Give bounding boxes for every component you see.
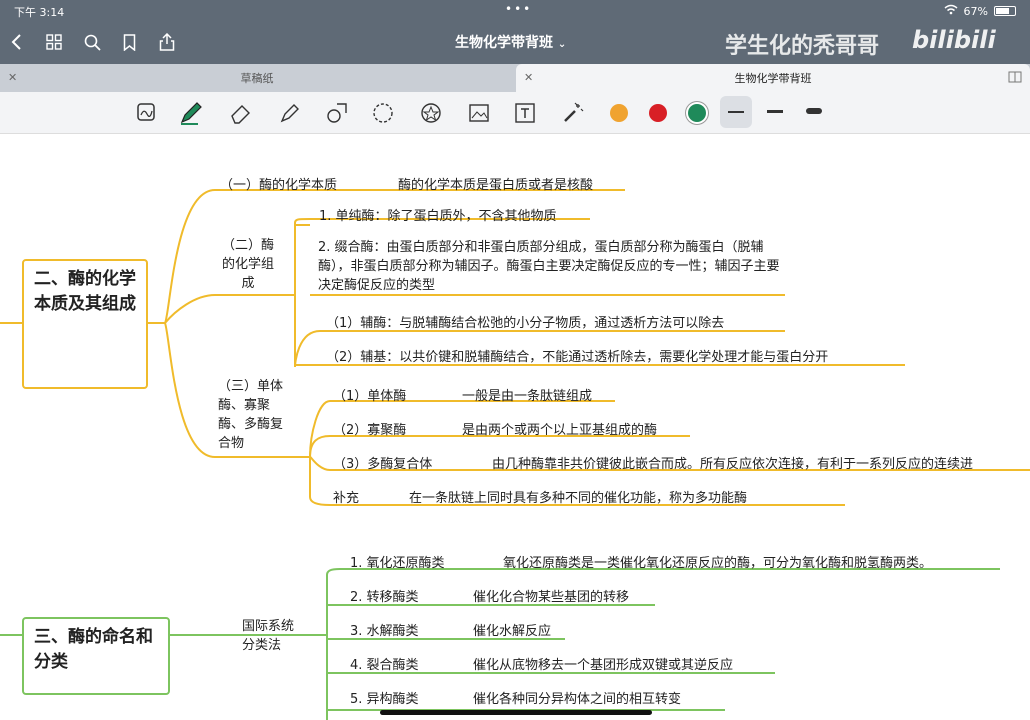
status-right: 67% (944, 4, 1016, 18)
tab-label: 草稿纸 (240, 72, 274, 85)
tab-bar: ✕ 草稿纸 ✕ 生物化学带背班 (0, 64, 1030, 92)
bookmark-icon[interactable] (117, 30, 141, 54)
simple-enzyme-line: 1. 单纯酶：除了蛋白质外，不含其他物质 (319, 209, 557, 224)
branch-nature-desc: 酶的化学本质是蛋白质或者是核酸 (398, 178, 594, 193)
back-icon[interactable] (4, 30, 28, 54)
close-icon[interactable]: ✕ (8, 71, 18, 84)
multienzyme-complex-label: （3）多酶复合体 (333, 457, 433, 472)
shapes-icon[interactable] (324, 100, 350, 126)
branch-oligomer-label: （三）单体酶、寡聚酶、多酶复合物 (218, 379, 284, 451)
image-icon[interactable] (466, 100, 492, 126)
eraser-icon[interactable] (228, 100, 254, 126)
section-2-title: 二、酶的化学本质及其组成 (34, 269, 136, 314)
section-3-node[interactable]: 三、酶的命名和分类 (22, 617, 170, 695)
transferase-label: 2. 转移酶类 (350, 590, 419, 605)
tab-draft[interactable]: ✕ 草稿纸 (0, 64, 514, 92)
sticker-icon[interactable] (418, 100, 444, 126)
coenzyme-line: （1）辅酶：与脱辅酶结合松弛的小分子物质，通过透析方法可以除去 (326, 316, 725, 331)
multitask-dots-icon[interactable]: ••• (505, 2, 533, 16)
share-icon[interactable] (155, 30, 179, 54)
document-title: 生物化学带背班 (455, 35, 553, 51)
lyase-label: 4. 裂合酶类 (350, 658, 419, 673)
multienzyme-complex-desc: 由几种酶靠非共价键彼此嵌合而成。所有反应依次连接，有利于一系列反应的连续进 (492, 457, 974, 472)
pen-icon[interactable] (178, 100, 204, 126)
highlighter-icon[interactable] (276, 100, 302, 126)
hydrolase-label: 3. 水解酶类 (350, 624, 419, 639)
conjugated-enzyme-line: 2. 缀合酶：由蛋白质部分和非蛋白质部分组成，蛋白质部分称为酶蛋白（脱辅酶），非… (318, 240, 780, 293)
thickness-thick[interactable] (806, 108, 822, 114)
supplement-desc: 在一条肽链上同时具有多种不同的催化功能，称为多功能酶 (409, 491, 748, 506)
isomerase-desc: 催化各种同分异构体之间的相互转变 (473, 692, 682, 707)
chevron-down-icon: ⌄ (557, 39, 567, 50)
oxidoreductase-desc: 氧化还原酶类是一类催化氧化还原反应的酶，可分为氧化酶和脱氢酶两类。 (503, 556, 933, 571)
tab-label: 生物化学带背班 (734, 72, 812, 85)
branch-composition-label: （二）酶的化学组成 (221, 238, 274, 291)
text-box-icon[interactable] (512, 100, 538, 126)
grid-icon[interactable] (42, 30, 66, 54)
color-orange[interactable] (610, 104, 628, 122)
transferase-desc: 催化化合物某些基团的转移 (473, 590, 630, 605)
hydrolase-desc: 催化水解反应 (473, 624, 552, 639)
status-bar: 下午 3:14 ••• 67% (0, 0, 1030, 22)
nav-bar: 生物化学带背班 ⌄ 学生化的秃哥哥 bilibili (0, 22, 1030, 64)
color-red[interactable] (649, 104, 667, 122)
battery-icon (994, 6, 1016, 16)
channel-watermark: 学生化的秃哥哥 (725, 34, 880, 59)
prosthetic-group-line: （2）辅基：以共价键和脱辅酶结合，不能通过透析除去，需要化学处理才能与蛋白分开 (326, 350, 829, 365)
supplement-label: 补充 (333, 491, 360, 506)
monomer-enzyme-desc: 一般是由一条肽链组成 (462, 389, 593, 404)
status-time: 下午 3:14 (14, 6, 65, 19)
thickness-thin[interactable] (720, 96, 752, 128)
intl-classification-label: 国际系统分类法 (242, 619, 295, 653)
section-3-title: 三、酶的命名和分类 (34, 627, 153, 672)
document-title-dropdown[interactable]: 生物化学带背班 ⌄ (455, 32, 566, 52)
split-view-icon[interactable] (1008, 70, 1022, 87)
oligomer-enzyme-label: （2）寡聚酶 (333, 423, 407, 438)
drawing-toolbar (0, 92, 1030, 134)
battery-percent: 67% (963, 4, 988, 18)
lasso-icon[interactable] (370, 100, 396, 126)
note-canvas[interactable]: 二、酶的化学本质及其组成 （一）酶的化学本质 酶的化学本质是蛋白质或者是核酸 （… (0, 135, 1030, 720)
oxidoreductase-label: 1. 氧化还原酶类 (350, 556, 445, 571)
bilibili-logo: bilibili (912, 26, 996, 54)
section-2-node[interactable]: 二、酶的化学本质及其组成 (22, 259, 148, 389)
color-green[interactable] (688, 104, 706, 122)
tab-document[interactable]: ✕ 生物化学带背班 (516, 64, 1030, 92)
lasso-zoom-icon[interactable] (134, 100, 160, 126)
close-icon[interactable]: ✕ (524, 71, 534, 84)
laser-pointer-icon[interactable] (560, 100, 586, 126)
isomerase-label: 5. 异构酶类 (350, 692, 419, 707)
home-indicator[interactable] (380, 710, 652, 715)
mindmap-connectors (0, 189, 1030, 720)
thickness-medium[interactable] (767, 110, 783, 113)
wifi-icon (944, 4, 958, 18)
search-icon[interactable] (80, 30, 104, 54)
monomer-enzyme-label: （1）单体酶 (333, 389, 407, 404)
oligomer-enzyme-desc: 是由两个或两个以上亚基组成的酶 (462, 423, 658, 438)
branch-nature-label: （一）酶的化学本质 (220, 178, 338, 193)
lyase-desc: 催化从底物移去一个基团形成双键或其逆反应 (473, 658, 734, 673)
